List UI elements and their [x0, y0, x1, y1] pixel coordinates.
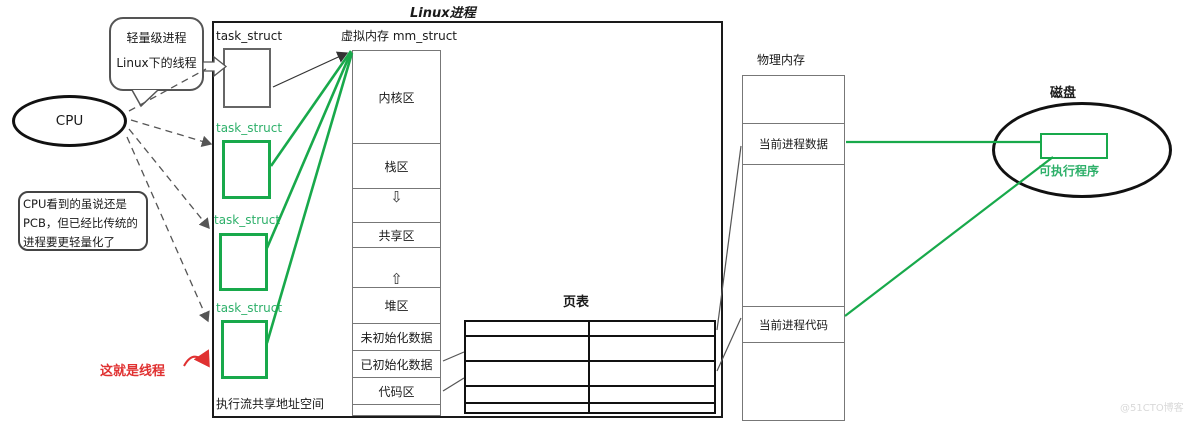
physmem-process-data-label: 当前进程数据	[759, 137, 828, 151]
page-table-col-divider	[588, 322, 590, 412]
page-table-row-divider	[466, 360, 714, 362]
mem-section-stack-label: 栈区	[384, 159, 409, 174]
task-struct-label-2: task_struct	[216, 121, 283, 135]
up-arrow-icon: ⇧	[390, 270, 403, 288]
physmem-cell-process-data: 当前进程数据	[743, 124, 844, 165]
task-struct-box-2	[222, 140, 271, 199]
physmem-cell-empty-2	[743, 165, 844, 307]
executable-program-label: 可执行程序	[1039, 164, 1100, 178]
page-table-title: 页表	[563, 295, 590, 310]
virtual-memory-label: 虚拟内存 mm_struct	[341, 29, 457, 43]
mem-section-heap-label: 堆区	[384, 299, 409, 313]
diagram-title: Linux进程	[410, 6, 476, 21]
mem-section-uninit-data: 未初始化数据	[353, 324, 440, 351]
note-line-3: 进程要更轻量化了	[23, 235, 115, 249]
mem-section-stack-growth: ⇩	[353, 189, 440, 223]
cpu-note-box: CPU看到的虽说还是 PCB，但已经比传统的 进程要更轻量化了	[18, 191, 148, 251]
page-table-row-divider	[466, 385, 714, 387]
thread-annotation: 这就是线程	[100, 364, 166, 379]
mem-section-init-data-label: 已初始化数据	[360, 357, 433, 372]
mem-section-init-data: 已初始化数据	[353, 351, 440, 378]
mem-section-stack: 栈区	[353, 144, 440, 189]
executable-program-box	[1040, 133, 1108, 159]
watermark: @51CTO博客	[1120, 403, 1184, 414]
lightweight-process-callout: 轻量级进程 Linux下的线程	[109, 17, 204, 91]
note-line-2: PCB，但已经比传统的	[23, 216, 138, 230]
cpu-label: CPU	[55, 113, 84, 129]
task-struct-label-1: task_struct	[216, 29, 283, 43]
disk-title: 磁盘	[1050, 86, 1077, 101]
physmem-process-code-label: 当前进程代码	[759, 317, 828, 332]
callout-tail	[131, 89, 159, 108]
mem-section-bottom-empty	[353, 405, 440, 417]
callout-line-2: Linux下的线程	[116, 56, 197, 70]
shared-address-space-label: 执行流共享地址空间	[216, 397, 325, 411]
mem-section-code: 代码区	[353, 378, 440, 405]
task-struct-box-1	[223, 48, 271, 108]
mem-section-shared: 共享区	[353, 223, 440, 248]
page-table-row-divider	[466, 402, 714, 404]
note-line-1: CPU看到的虽说还是	[23, 197, 127, 211]
task-struct-box-3	[219, 233, 268, 291]
mem-section-kernel-label: 内核区	[378, 90, 415, 105]
physmem-cell-empty-3	[743, 343, 844, 422]
virtual-memory-column: 内核区 栈区 ⇩ 共享区 ⇧ 堆区 未初始化数据 已初始化数据 代码区	[352, 50, 441, 416]
physmem-cell-process-code: 当前进程代码	[743, 307, 844, 343]
mem-section-heap: 堆区	[353, 288, 440, 324]
task-struct-box-4	[221, 320, 268, 379]
page-table	[464, 320, 716, 414]
cpu-ellipse: CPU	[12, 95, 127, 147]
task-struct-label-4: task_struct	[216, 301, 283, 315]
page-table-row-divider	[466, 335, 714, 337]
mem-section-uninit-data-label: 未初始化数据	[360, 330, 433, 345]
mem-section-heap-growth: ⇧	[353, 248, 440, 288]
thread-annotation-arrow	[183, 349, 210, 368]
physmem-cell-empty-1	[743, 76, 844, 124]
physical-memory-title: 物理内存	[757, 53, 806, 67]
callout-line-1: 轻量级进程	[126, 31, 187, 45]
task-struct-label-3: task_struct	[214, 213, 281, 227]
down-arrow-icon: ⇩	[390, 188, 403, 206]
physical-memory-column: 当前进程数据 当前进程代码	[742, 75, 845, 421]
mem-section-shared-label: 共享区	[378, 228, 415, 243]
mem-section-code-label: 代码区	[378, 384, 415, 399]
mem-section-kernel: 内核区	[353, 51, 440, 144]
